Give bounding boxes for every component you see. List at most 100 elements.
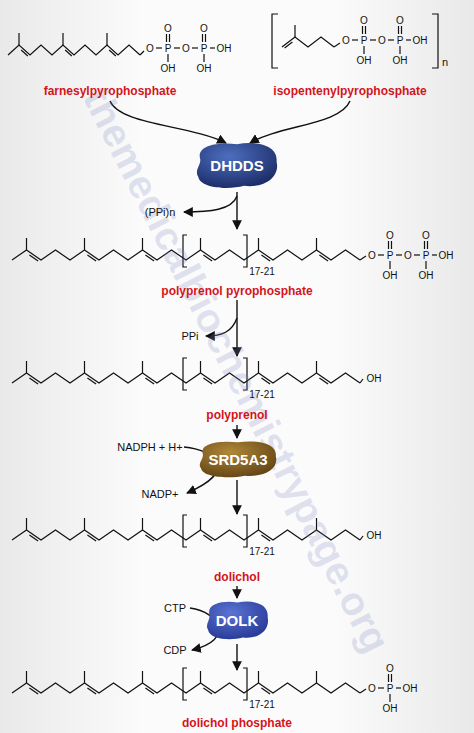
bond-stroke xyxy=(106,33,107,45)
bond-stroke xyxy=(87,688,96,694)
bond-stroke xyxy=(62,33,63,45)
bond-stroke xyxy=(84,361,85,373)
bond-stroke xyxy=(365,26,366,34)
atom-symbol: OH xyxy=(419,270,434,281)
bond-stroke xyxy=(378,254,384,255)
bond-stroke xyxy=(183,358,187,390)
bond-stroke xyxy=(167,54,168,62)
atom-symbol: 17-21 xyxy=(249,266,275,277)
atom-symbol: O xyxy=(182,43,190,54)
bond-stroke xyxy=(432,14,438,68)
atom-symbol: OH xyxy=(383,703,398,714)
atom-symbol: P xyxy=(201,43,208,54)
bond-stroke xyxy=(12,373,360,383)
bond-stroke xyxy=(145,688,154,694)
atom-symbol: OH xyxy=(367,373,382,384)
enzyme-blob: DHDDS xyxy=(193,140,281,190)
bond-stroke xyxy=(360,536,363,540)
bond-stroke xyxy=(203,535,212,541)
bond-stroke xyxy=(396,254,402,255)
bond-stroke xyxy=(29,255,38,261)
bond-stroke xyxy=(12,683,360,693)
enzyme-name: DOLK xyxy=(216,612,259,629)
bond-stroke xyxy=(174,47,180,48)
bond-stroke xyxy=(362,26,363,34)
compound-name: dolichol xyxy=(214,571,260,584)
bond-stroke xyxy=(391,674,392,682)
bond-stroke xyxy=(65,50,72,56)
cofactor-name: CTP xyxy=(164,602,186,614)
bond-stroke xyxy=(360,379,363,383)
bond-stroke xyxy=(243,668,247,700)
compound-name: farnesylpyrophosphate xyxy=(44,85,177,98)
atom-symbol: OH xyxy=(197,63,212,74)
bond-stroke xyxy=(142,518,143,530)
bond-stroke xyxy=(334,43,340,47)
cofactor-name: NADP+ xyxy=(142,488,179,500)
bond-stroke xyxy=(360,256,366,260)
bond-stroke xyxy=(203,378,212,384)
bond-stroke xyxy=(8,45,140,55)
bond-stroke xyxy=(183,668,187,700)
bond-stroke xyxy=(425,261,426,269)
atom-symbol: O xyxy=(342,35,350,46)
bond-stroke xyxy=(370,39,376,40)
cofactor-name: PPi xyxy=(181,330,198,342)
enzyme-blob: DOLK xyxy=(204,599,271,641)
bond-stroke xyxy=(424,241,425,249)
bond-stroke xyxy=(169,34,170,42)
atom-symbol: OH xyxy=(393,55,408,66)
bond-stroke xyxy=(363,46,364,54)
bond-stroke xyxy=(258,671,259,683)
bond-stroke xyxy=(401,26,402,34)
bond-stroke xyxy=(205,34,206,42)
atom-symbol: OH xyxy=(413,35,428,46)
bond-stroke xyxy=(388,241,389,249)
atom-symbol: O xyxy=(386,230,394,241)
bond-stroke xyxy=(156,47,162,48)
bond-stroke xyxy=(261,688,270,694)
atom-symbol: OH xyxy=(439,250,454,261)
cofactor-name: CDP xyxy=(163,644,186,656)
atom-symbol: O xyxy=(368,683,376,694)
cofactor-name: (PPi)n xyxy=(145,206,176,218)
bond-stroke xyxy=(258,518,259,530)
atom-symbol: O xyxy=(404,250,412,261)
bond-stroke xyxy=(200,361,201,373)
enzyme-name: SRD5A3 xyxy=(208,451,267,468)
bond-stroke xyxy=(87,378,96,384)
bond-stroke xyxy=(391,241,392,249)
bond-stroke xyxy=(26,518,27,530)
atom-symbol: O xyxy=(422,230,430,241)
atom-symbol: O xyxy=(378,35,386,46)
bond-stroke xyxy=(140,51,144,55)
cofactor-name: n xyxy=(442,56,448,68)
bond-stroke xyxy=(87,535,96,541)
bond-stroke xyxy=(282,37,334,47)
bond-stroke xyxy=(406,39,411,40)
atom-symbol: O xyxy=(360,15,368,26)
atom-symbol: P xyxy=(361,35,368,46)
bond-stroke xyxy=(203,688,212,694)
bond-stroke xyxy=(319,255,328,261)
bond-stroke xyxy=(202,34,203,42)
atom-symbol: OH xyxy=(217,43,232,54)
atom-symbol: O xyxy=(368,250,376,261)
bond-stroke xyxy=(414,254,420,255)
bond-stroke xyxy=(29,688,38,694)
bond-stroke xyxy=(26,671,27,683)
compound-name: polyprenol xyxy=(206,409,267,422)
bond-stroke xyxy=(145,378,154,384)
atom-symbol: P xyxy=(165,43,172,54)
bond-stroke xyxy=(294,25,295,37)
bond-stroke xyxy=(272,14,278,68)
bond-stroke xyxy=(200,518,201,530)
atom-symbol: 17-21 xyxy=(249,699,275,710)
atom-symbol: O xyxy=(200,23,208,34)
atom-symbol: O xyxy=(386,663,394,674)
bond-stroke xyxy=(316,238,317,250)
atom-symbol: P xyxy=(397,35,404,46)
atom-symbol: OH xyxy=(383,270,398,281)
enzyme-name: DHDDS xyxy=(210,157,263,174)
bond-stroke xyxy=(29,535,38,541)
